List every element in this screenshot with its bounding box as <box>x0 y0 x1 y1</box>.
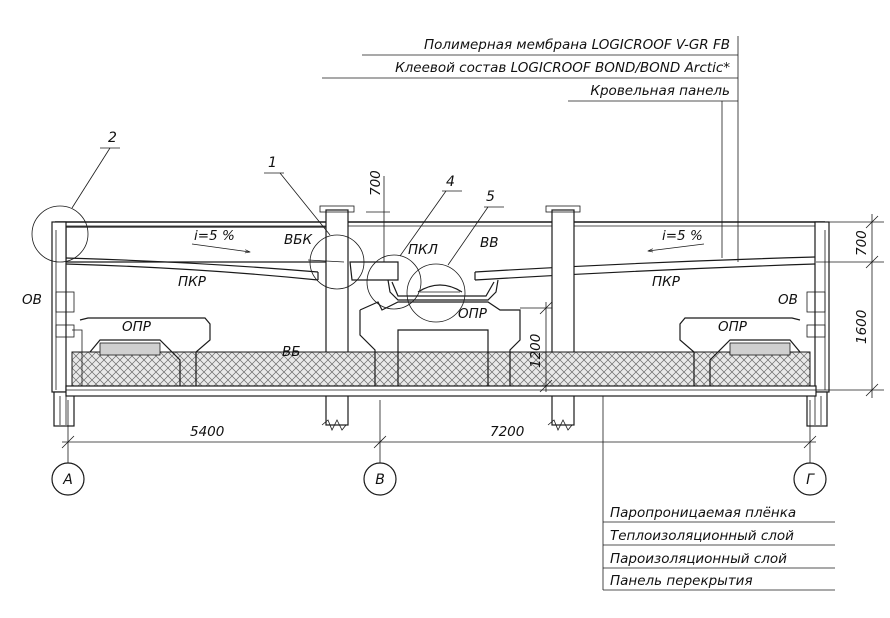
top-layer-3: Кровельная панель <box>590 83 730 99</box>
opr-right-label: ОПР <box>718 319 748 335</box>
top-layer-2: Клеевой состав LOGICROOF BOND/BOND Arcti… <box>395 60 730 76</box>
wall-right <box>806 221 830 427</box>
roof-membrane <box>55 221 825 227</box>
valley-gutter <box>349 261 499 301</box>
support-left <box>72 317 211 386</box>
top-layer-legend: Полимерная мембрана LOGICROOF V-GR FB Кл… <box>322 36 739 262</box>
callout-circle-4 <box>366 254 422 310</box>
dimension-lines: 700 700 1600 1200 5400 7200 <box>61 170 884 460</box>
vv-label: ВВ <box>480 235 499 251</box>
callout-leaders <box>71 147 504 266</box>
vbk-label: ВБК <box>284 232 314 248</box>
pkr-left-label: ПКР <box>178 274 207 290</box>
slope-arrows <box>191 243 705 263</box>
dim-5400: 5400 <box>190 424 224 440</box>
bottom-layer-3: Пароизоляционный слой <box>610 551 787 567</box>
ov-left-label: ОВ <box>22 292 42 308</box>
callout-2: 2 <box>108 130 117 146</box>
callout-4: 4 <box>446 174 455 190</box>
element-labels: i=5 % i=5 % ВБК ПКЛ ВВ ПКР ПКР ОВ ОВ ОПР… <box>22 228 798 360</box>
axis-a-label: А <box>62 472 73 488</box>
opr-center-label: ОПР <box>458 306 488 322</box>
support-right <box>679 317 801 386</box>
bottom-layer-1: Паропроницаемая плёнка <box>610 505 796 521</box>
axis-markers: А В Г <box>51 460 827 496</box>
bottom-layer-4: Панель перекрытия <box>610 573 753 589</box>
axis-g-label: Г <box>806 472 815 488</box>
bottom-layer-legend: Паропроницаемая плёнка Теплоизоляционный… <box>602 370 835 591</box>
top-layer-1: Полимерная мембрана LOGICROOF V-GR FB <box>424 37 730 53</box>
axis-v-label: В <box>375 472 385 488</box>
callout-1: 1 <box>268 155 277 171</box>
pkl-label: ПКЛ <box>408 242 438 258</box>
dim-1600: 1600 <box>854 310 870 344</box>
slope-right-label: i=5 % <box>662 228 703 244</box>
pkr-right-label: ПКР <box>652 274 681 290</box>
slope-left-label: i=5 % <box>194 228 235 244</box>
axis-g-circle <box>793 462 827 496</box>
vb-label: ВБ <box>282 344 301 360</box>
bottom-layer-2: Теплоизоляционный слой <box>610 528 794 544</box>
wall-left <box>51 221 75 427</box>
callout-circles <box>31 205 466 323</box>
callout-circle-5 <box>406 263 466 323</box>
callout-5: 5 <box>486 189 495 205</box>
opr-left-label: ОПР <box>122 319 152 335</box>
floor-slab <box>65 351 817 397</box>
dim-700-top: 700 <box>368 170 384 196</box>
ov-right-label: ОВ <box>778 292 798 308</box>
support-center <box>359 301 521 386</box>
roof-panel-right <box>474 256 816 281</box>
dim-7200: 7200 <box>490 424 524 440</box>
insulation-layer <box>71 351 811 387</box>
axis-v-circle <box>363 462 397 496</box>
callout-circle-2 <box>31 205 89 263</box>
callout-circle-1 <box>309 234 365 290</box>
callout-numbers: 2 1 4 5 <box>108 130 495 205</box>
dim-1200: 1200 <box>528 334 544 368</box>
dim-700-right: 700 <box>854 230 870 256</box>
axis-a-circle <box>51 462 85 496</box>
